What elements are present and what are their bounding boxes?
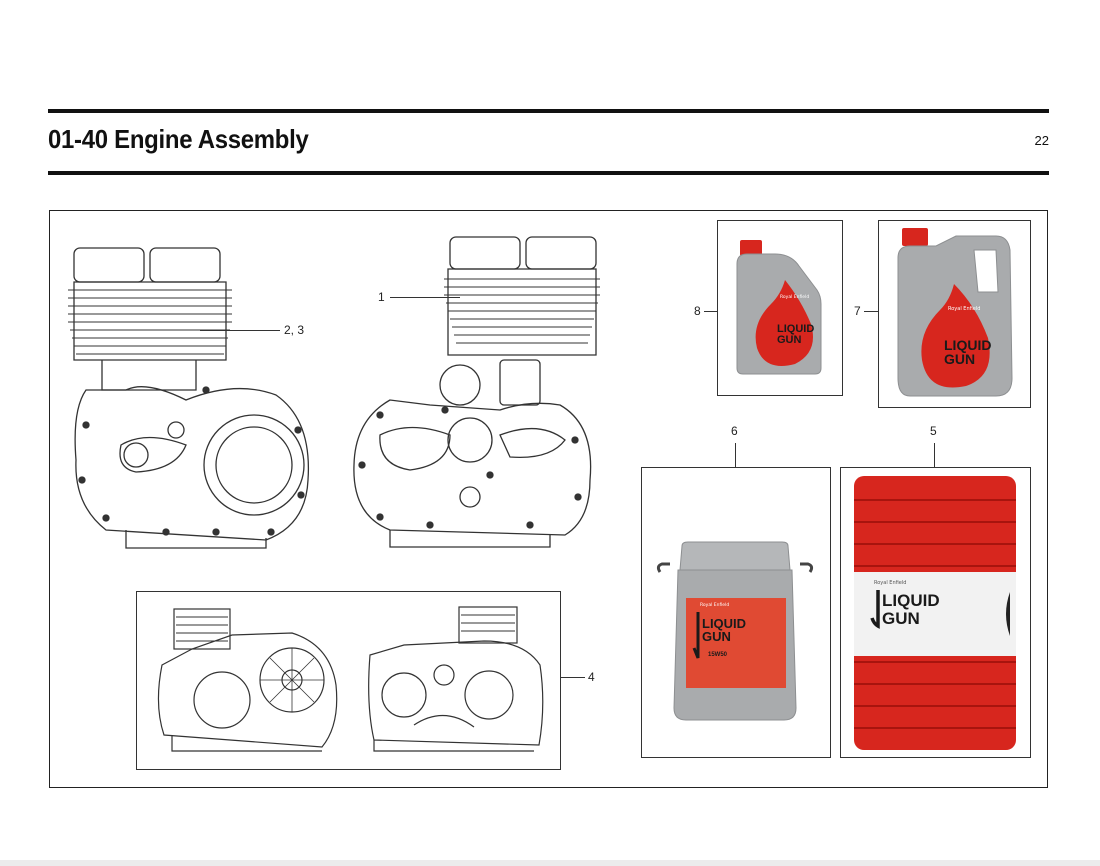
callout-2-3: 2, 3: [284, 323, 305, 337]
leader-8: [704, 311, 717, 312]
leader-1: [390, 297, 460, 298]
callout-5: 5: [930, 424, 937, 438]
leader-5: [934, 443, 935, 468]
leader-4: [561, 677, 585, 678]
engine-left-illustration: [68, 247, 310, 549]
bucket-grade: 15W50: [708, 652, 728, 658]
callout-7: 7: [854, 304, 861, 318]
crankcase-right-illustration: [368, 606, 544, 752]
page-title: 01-40 Engine Assembly: [48, 124, 309, 154]
bottle-small-name-1: LIQUID: [777, 323, 814, 335]
drum-image: Royal Enfield LIQUID GUN: [854, 476, 1016, 750]
bucket-name-1: LIQUID: [702, 616, 746, 631]
leader-2-3: [200, 330, 280, 331]
jug-large-image: Royal Enfield LIQUID GUN: [897, 228, 1013, 397]
bucket-image: Royal Enfield LIQUID GUN 15W50: [656, 541, 814, 721]
leader-6: [735, 443, 736, 468]
page-bottom-strip: [0, 860, 1100, 866]
crankcase-left-illustration: [157, 608, 338, 752]
callout-1: 1: [378, 290, 385, 304]
crankcase-box: [136, 591, 561, 770]
bottle-small-name-2: GUN: [777, 334, 802, 346]
leader-7: [864, 311, 878, 312]
page-number: 22: [1034, 133, 1049, 148]
callout-4: 4: [588, 670, 595, 684]
jug-large-name-1: LIQUID: [944, 337, 991, 353]
drum-brand: Royal Enfield: [874, 580, 906, 586]
bucket-name-2: GUN: [702, 629, 731, 644]
drum-name-2: GUN: [882, 609, 920, 628]
jug-large-name-2: GUN: [944, 351, 975, 367]
bottle-small-image: Royal Enfield LIQUID GUN: [736, 240, 822, 375]
illustration-frame: [49, 210, 1048, 788]
callout-6: 6: [731, 424, 738, 438]
engine-right-illustration: [353, 236, 600, 548]
header-rule-bottom: [48, 171, 1049, 175]
callout-8: 8: [694, 304, 701, 318]
jug-large-brand: Royal Enfield: [948, 306, 980, 312]
bottle-small-brand: Royal Enfield: [780, 294, 809, 300]
header-rule-top: [48, 109, 1049, 113]
drum-name-1: LIQUID: [882, 591, 940, 610]
bucket-brand: Royal Enfield: [700, 602, 729, 608]
